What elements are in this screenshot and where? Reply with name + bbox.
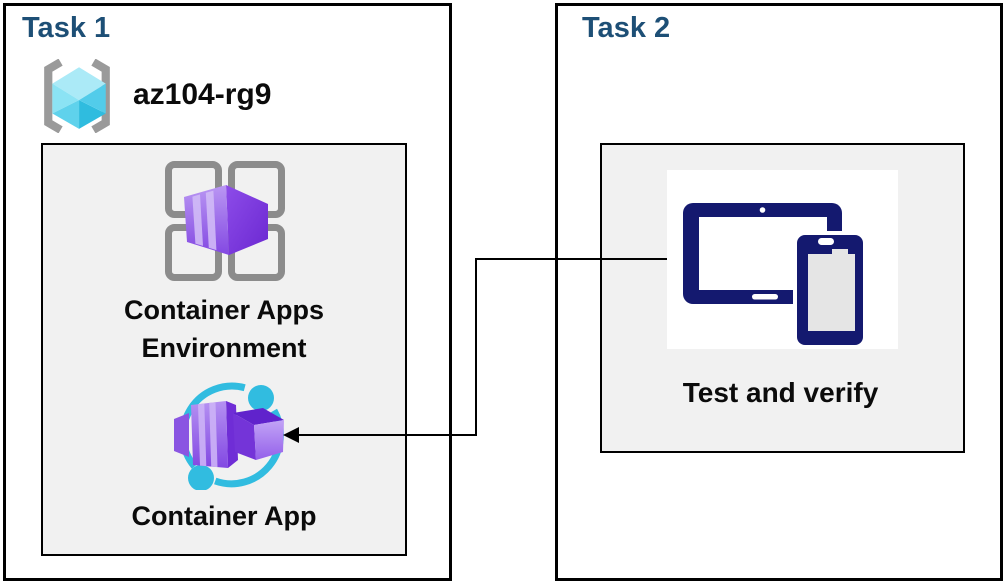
device-icon-plate — [667, 170, 898, 349]
resource-group-name: az104-rg9 — [133, 78, 272, 111]
test-and-verify-label: Test and verify — [682, 377, 879, 408]
connector-top-segment — [476, 258, 667, 260]
container-apps-environment-label: Container Apps Environment — [123, 295, 324, 364]
tablet-and-phone-icon — [683, 203, 867, 349]
connector-vertical-segment — [475, 258, 477, 436]
container-app-icon — [174, 382, 284, 490]
connector-bottom-segment — [298, 434, 476, 436]
container-app-label: Container App — [131, 501, 317, 531]
task1-title: Task 1 — [22, 12, 111, 44]
task2-title: Task 2 — [582, 12, 671, 44]
container-box — [174, 401, 284, 468]
task1-inner-box — [41, 143, 407, 556]
azure-resource-group-icon — [44, 59, 110, 133]
container-box — [184, 185, 268, 255]
phone — [793, 231, 867, 349]
container-apps-environment-icon — [165, 161, 285, 281]
connector-arrowhead — [283, 427, 299, 443]
